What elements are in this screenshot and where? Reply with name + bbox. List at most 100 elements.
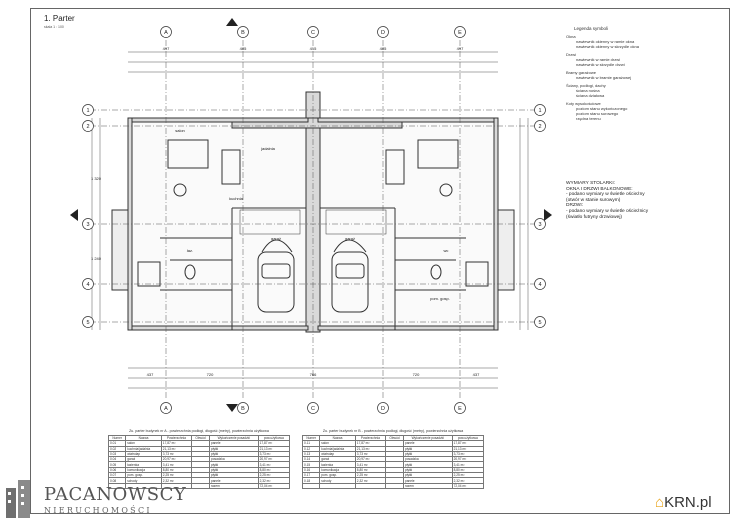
grid-axis-bubble-left-label: 1	[86, 108, 89, 114]
dimension-bottom: 437	[473, 372, 480, 377]
legend-level-item: rzędna terenu	[576, 116, 601, 121]
note-line: OKNA I DRZWI BALKONOWE:	[566, 186, 633, 192]
room-label: garaż	[271, 236, 281, 241]
grid-axis-bubble-bottom-label: D	[381, 406, 385, 412]
dimension-bottom: 720	[207, 372, 214, 377]
note-line: WYMIARY STOLARKI:	[566, 181, 616, 186]
table-cell	[319, 482, 356, 489]
table-cell	[301, 482, 321, 489]
grid-axis-bubble-top-label: E	[458, 30, 462, 36]
table-cell: razem	[208, 482, 259, 489]
legend-levels-label: Koty wysokościowe	[566, 101, 601, 106]
agency-subtitle: NIERUCHOMOŚCI	[44, 506, 152, 515]
legend-door-item: nawiewnik w ramie drzwi	[576, 57, 621, 62]
legend-door-item: nawiewnik w skrzydle drzwi	[576, 62, 625, 67]
table-cell: razem	[402, 482, 453, 489]
legend-windows-label: Okna	[566, 34, 576, 39]
grid-axis-bubble-left-label: 2	[86, 124, 89, 130]
grid-axis-bubble-bottom	[237, 402, 249, 414]
legend-window-item: nawiewnik okienny w skrzydle okna	[576, 44, 639, 49]
grid-axis-bubble-bottom-label: B	[241, 406, 245, 412]
grid-axis-bubble-right	[534, 120, 546, 132]
room-label: kuchnia	[229, 196, 244, 201]
grid-axis-bubble-left-label: 5	[86, 320, 89, 326]
grid-axis-bubble-top	[454, 26, 466, 38]
room-label: salon	[175, 128, 185, 133]
grid-axis-bubble-right	[534, 218, 546, 230]
grid-axis-bubble-right-label: 2	[538, 124, 541, 130]
room-label: wc	[444, 248, 449, 253]
agency-logo	[0, 476, 200, 524]
grid-axis-bubble-left	[82, 218, 94, 230]
note-line: DRZWI:	[566, 203, 584, 209]
grid-axis-bubble-right-label: 3	[538, 222, 541, 228]
room-label: garaż	[345, 236, 355, 241]
grid-axis-bubble-right-label: 1	[538, 108, 541, 114]
grid-axis-bubble-bottom-label: A	[164, 406, 168, 412]
dimension-left: 1 240	[91, 256, 102, 261]
legend-doors-label: Drzwi	[566, 52, 576, 57]
portal-watermark: ⌂KRN.pl	[655, 494, 712, 511]
grid-axis-bubble-right-label: 5	[538, 320, 541, 326]
dimension-bottom: 766	[310, 372, 317, 377]
grid-axis-bubble-top	[160, 26, 172, 38]
agency-name: PACANOWSCY	[44, 484, 187, 505]
table-cell	[160, 482, 192, 489]
dimension-top: 485	[240, 46, 247, 51]
grid-axis-bubble-bottom-label: C	[311, 406, 315, 412]
legend-walls-label: Ściany, podłogi, dachy	[566, 83, 606, 88]
table-caption: Zu. parter budynek nr B - powierzchnia p…	[322, 429, 464, 433]
table-cell	[354, 482, 386, 489]
dimension-bottom: 720	[413, 372, 420, 377]
table-cell	[384, 482, 404, 489]
table-caption: Zu. parter budynek nr A - powierzchnia p…	[129, 429, 269, 433]
dimension-bottom: 437	[147, 372, 154, 377]
portal-name: KRN.pl	[664, 494, 712, 511]
portal-logo-icon: ⌂	[655, 494, 665, 511]
grid-axis-bubble-bottom-label: E	[458, 406, 462, 412]
grid-axis-bubble-left-label: 4	[86, 282, 89, 288]
dimension-top: 485	[380, 46, 387, 51]
grid-axis-bubble-bottom	[454, 402, 466, 414]
grid-axis-bubble-bottom	[377, 402, 389, 414]
area-table-right: Zu. parter budynek nr B - powierzchnia p…	[301, 428, 485, 489]
grid-axis-bubble-bottom	[160, 402, 172, 414]
dimension-top: 415	[310, 46, 317, 51]
grid-axis-bubble-left-label: 3	[86, 222, 89, 228]
legend-window-item: nawiewnik okienny w ramie okna	[576, 39, 635, 44]
grid-axis-bubble-right	[534, 316, 546, 328]
grid-axis-bubble-top-label: D	[381, 30, 385, 36]
table-cell: 72,04 m²	[257, 482, 291, 489]
legend-gates-label: Bramy garażowe	[566, 70, 597, 75]
grid-axis-bubble-top	[377, 26, 389, 38]
grid-axis-bubble-right	[534, 104, 546, 116]
grid-axis-bubble-bottom	[307, 402, 319, 414]
legend: Legenda symboli Okna nawiewnik okienny w…	[566, 26, 716, 121]
grid-axis-bubble-top-label: B	[241, 30, 245, 36]
area-table-left: Zu. parter budynek nr A - powierzchnia p…	[107, 428, 291, 489]
grid-axis-bubble-left	[82, 120, 94, 132]
grid-axis-bubble-left	[82, 104, 94, 116]
grid-axis-bubble-right-label: 4	[538, 282, 541, 288]
legend-gate-item: nawiewnik w bramie garażowej	[576, 75, 632, 80]
grid-axis-bubble-top	[237, 26, 249, 38]
table-cell	[190, 482, 210, 489]
table-cell	[107, 482, 127, 489]
sheet-scale: skala 1 : 100	[44, 25, 64, 29]
legend-level-item: poziom stanu wykończonego	[576, 106, 628, 111]
legend-level-item: poziom stanu surowego	[576, 111, 619, 116]
legend-title: Legenda symboli	[574, 26, 609, 31]
legend-wall-item: ściana działowa	[576, 93, 605, 98]
dimension-top: 497	[163, 46, 170, 51]
room-label: pom. gosp.	[430, 296, 450, 301]
legend-wall-item: ściana nośna	[576, 88, 600, 93]
grid-axis-bubble-top-label: C	[311, 30, 315, 36]
drawing-frame	[30, 8, 730, 514]
grid-axis-bubble-left	[82, 278, 94, 290]
